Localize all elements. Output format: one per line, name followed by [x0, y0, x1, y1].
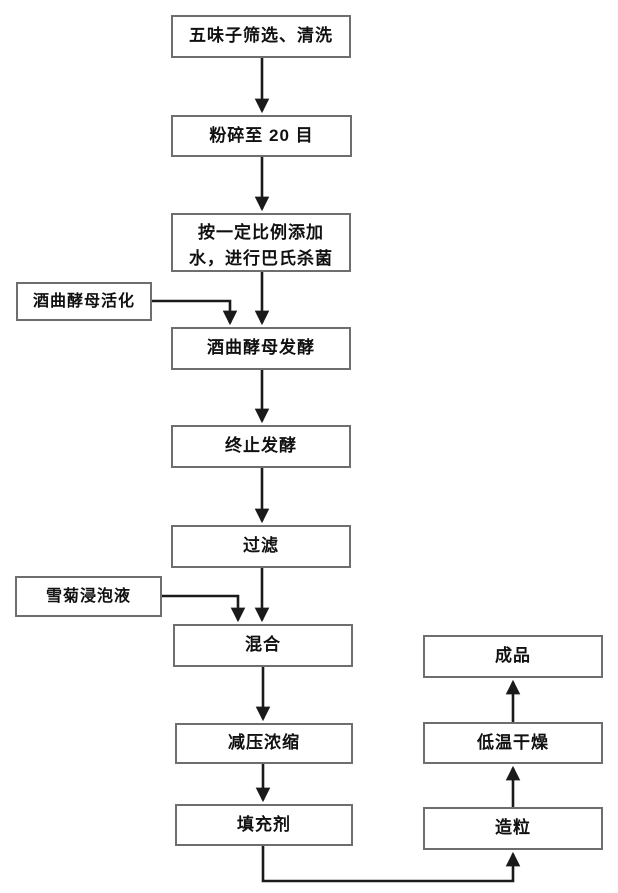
flow-node-low-temp-drying: 低温干燥	[423, 722, 603, 764]
flow-node-label: 终止发酵	[225, 436, 297, 456]
flow-node-granulation: 造粒	[423, 807, 603, 850]
flow-node-label: 粉碎至 20 目	[209, 125, 314, 145]
flow-node-yeast-fermentation: 酒曲酵母发酵	[171, 327, 351, 370]
flow-node-stop-fermentation: 终止发酵	[171, 425, 351, 468]
flow-node-vacuum-concentration: 减压浓缩	[175, 723, 353, 764]
flow-node-label-line1: 按一定比例添加	[198, 223, 324, 242]
flow-node-label: 低温干燥	[477, 732, 549, 752]
flow-node-mixing: 混合	[173, 624, 353, 667]
flow-node-label: 酒曲酵母发酵	[207, 338, 315, 358]
flow-node-label: 五味子筛选、清洗	[189, 26, 333, 46]
arrow-infusion-to-mix	[162, 594, 246, 623]
arrow-activation-to-ferment	[152, 299, 238, 326]
flow-node-label: 混合	[245, 635, 281, 655]
flow-node-filtration: 过滤	[171, 525, 351, 568]
flow-node-label: 过滤	[243, 536, 279, 556]
flow-node-label: 填充剂	[237, 814, 291, 834]
flow-node-crush-to-mesh: 粉碎至 20 目	[171, 115, 352, 157]
flow-node-label: 造粒	[495, 818, 531, 838]
flow-node-finished-product: 成品	[423, 635, 603, 678]
flow-node-label: 酒曲酵母活化	[32, 292, 135, 310]
flow-node-label-line2: 水，进行巴氏杀菌	[189, 249, 333, 268]
flow-node-yeast-activation: 酒曲酵母活化	[16, 282, 152, 321]
flow-node-label: 雪菊浸泡液	[45, 587, 131, 605]
arrow-filler-to-granulation	[261, 846, 521, 883]
flow-node-label: 减压浓缩	[228, 733, 300, 753]
flow-node-screening-washing: 五味子筛选、清洗	[171, 15, 351, 58]
flow-node-chrysanthemum-infusion: 雪菊浸泡液	[15, 576, 162, 617]
flow-node-filler: 填充剂	[175, 804, 353, 846]
flow-node-add-water-pasteurize: 按一定比例添加 水，进行巴氏杀菌	[171, 213, 351, 272]
flow-node-label: 成品	[495, 646, 531, 666]
